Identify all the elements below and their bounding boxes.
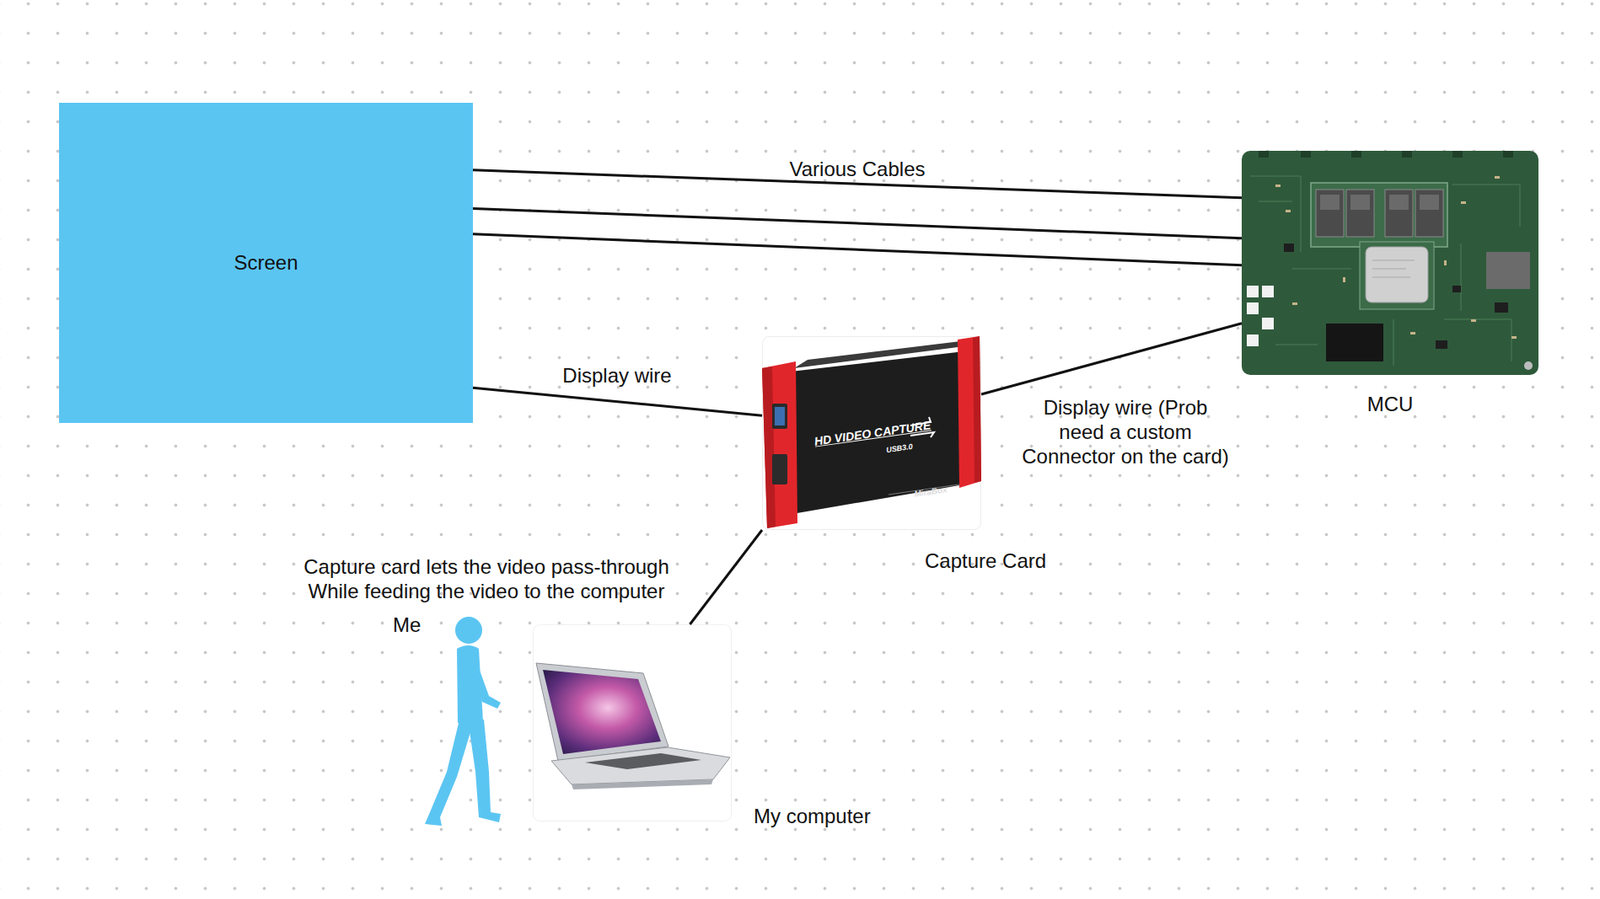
circuit-board [1241, 150, 1539, 376]
computer: My computer [532, 624, 732, 822]
node-title: Capture Card [924, 548, 1047, 574]
mcu-board: MCU [1241, 150, 1539, 376]
node-title: Screen [59, 250, 473, 275]
node-title: My computer [753, 804, 871, 829]
edge-label: Display wire (Prob need a custom Connect… [1020, 395, 1231, 469]
connector-line [472, 208, 1242, 238]
note-text: Capture card lets the video pass-through… [279, 554, 693, 604]
connector-line [689, 530, 763, 625]
screen-box: Screen [59, 102, 473, 424]
connector-line [472, 234, 1242, 266]
connector-line [472, 387, 763, 416]
person: Me [421, 612, 511, 829]
edge-label: Various Cables [747, 156, 967, 182]
node-title: Me [392, 612, 421, 638]
laptop-illustration [532, 624, 732, 822]
edge-label: Display wire [532, 363, 702, 388]
node-title: MCU [1241, 391, 1539, 417]
person-silhouette [421, 612, 511, 829]
connector-line [981, 323, 1242, 395]
